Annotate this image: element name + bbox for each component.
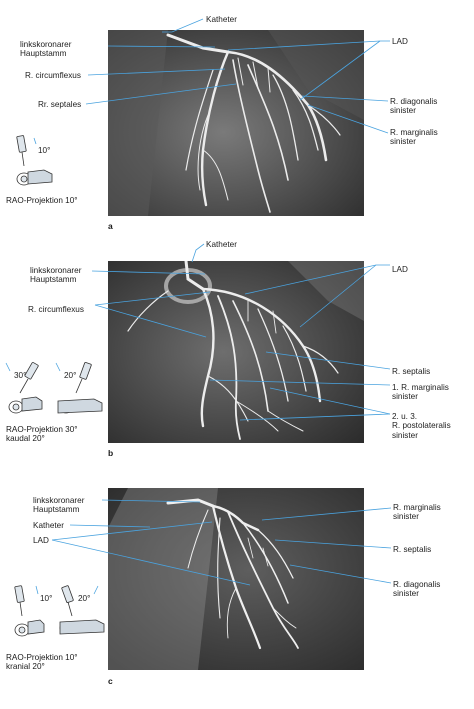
angiogram-a: [108, 30, 364, 216]
panel-letter-b: b: [108, 448, 114, 458]
label-septalis-b: R. septalis: [392, 367, 431, 376]
panel-letter-c: c: [108, 676, 113, 686]
label-katheter-c: Katheter: [33, 521, 64, 530]
label-circumflexus-a: R. circumflexus: [25, 71, 81, 80]
projection-a: RAO-Projektion 10°: [6, 196, 78, 205]
angle-b-2: 20°: [64, 371, 77, 380]
angle-a-1: 10°: [38, 146, 51, 155]
projection-icon-c: [2, 582, 106, 653]
projection-c: RAO-Projektion 10°kranial 20°: [6, 653, 78, 672]
angle-b-1: 30°: [14, 371, 27, 380]
label-septalis-c: R. septalis: [393, 545, 432, 554]
label-circumflexus-b: R. circumflexus: [28, 305, 84, 314]
angiogram-c: [108, 488, 364, 670]
angle-c-1: 10°: [40, 594, 53, 603]
panel-letter-a: a: [108, 221, 113, 231]
projection-b: RAO-Projektion 30°kaudal 20°: [6, 425, 78, 444]
projection-icon-b: [2, 359, 106, 430]
projection-icon-a: [6, 134, 66, 199]
angiogram-b: [108, 261, 364, 443]
label-katheter-a: Katheter: [206, 15, 237, 24]
label-lad-c: LAD: [33, 536, 49, 545]
angle-c-2: 20°: [78, 594, 91, 603]
label-septales-a: Rr. septales: [38, 100, 82, 109]
label-katheter-b: Katheter: [206, 240, 237, 249]
label-lad-a: LAD: [392, 37, 408, 46]
label-lad-b: LAD: [392, 265, 408, 274]
